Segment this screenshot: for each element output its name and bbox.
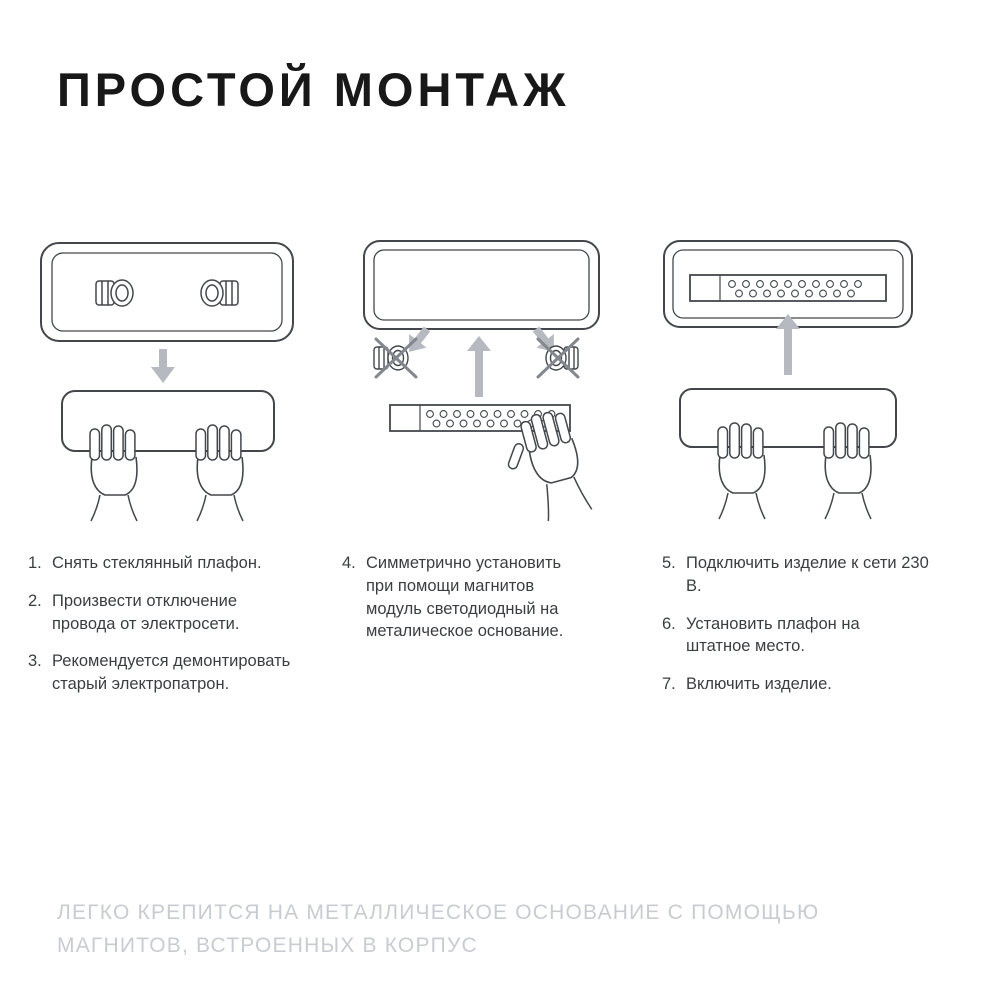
steps-column-1: 1. Снять стеклянный плафон. 2. Произвест… <box>28 552 293 711</box>
steps-column-3: 5. Подключить изделие к сети 230 В. 6. У… <box>662 552 948 711</box>
step-number: 4. <box>342 554 356 572</box>
step4-illustration <box>363 240 600 522</box>
step1-illustration <box>40 242 294 522</box>
fixture-base <box>363 240 600 330</box>
step-number: 1. <box>28 554 42 572</box>
step-text: Установить плафон на штатное место. <box>686 614 860 656</box>
led-module <box>689 274 887 302</box>
page-title: ПРОСТОЙ МОНТАЖ <box>57 63 570 116</box>
footer-note: ЛЕГКО КРЕПИТСЯ НА МЕТАЛЛИЧЕСКОЕ ОСНОВАНИ… <box>57 901 820 957</box>
step-text: Подключить изделие к сети 230 В. <box>686 554 929 595</box>
hand-icon <box>195 424 244 522</box>
step-item-3: 3. Рекомендуется демонтировать старый эл… <box>28 650 293 696</box>
arrow-down-right-icon <box>532 326 554 352</box>
steps-column-2: 4. Симметрично установить при помощи маг… <box>342 552 587 658</box>
hand-icon <box>89 424 138 522</box>
hand-icon <box>507 411 593 522</box>
step-item-6: 6. Установить плафон на штатное место. <box>662 613 948 659</box>
step-number: 7. <box>662 675 676 694</box>
step-text: Симметрично установить при помощи магнит… <box>366 554 564 641</box>
step-item-1: 1. Снять стеклянный плафон. <box>28 552 293 575</box>
step-number: 5. <box>662 554 676 572</box>
fixture-base <box>40 242 294 342</box>
arrow-up-icon <box>776 314 800 375</box>
step5-illustration <box>663 240 913 520</box>
step-text: Снять стеклянный плафон. <box>52 554 262 572</box>
lamp-socket-icon <box>200 279 239 307</box>
x-mark-icon <box>374 337 418 379</box>
step-number: 2. <box>28 591 42 610</box>
lamp-socket-icon <box>95 279 134 307</box>
arrow-up-icon <box>467 336 491 397</box>
step-item-5: 5. Подключить изделие к сети 230 В. <box>662 552 948 598</box>
step-item-2: 2. Произвести отключение провода от элек… <box>28 590 293 636</box>
step-text: Включить изделие. <box>686 675 832 694</box>
arrow-down-left-icon <box>409 326 431 352</box>
hand-icon <box>717 422 766 520</box>
step-text: Произвести отключение провода от электро… <box>52 591 240 633</box>
x-mark-icon <box>536 337 580 379</box>
step-number: 3. <box>28 652 42 671</box>
step-text: Рекомендуется демонтировать старый элект… <box>52 652 291 694</box>
step-item-4: 4. Симметрично установить при помощи маг… <box>342 552 587 643</box>
step-item-7: 7. Включить изделие. <box>662 673 948 696</box>
step-number: 6. <box>662 614 676 633</box>
hand-icon <box>823 422 872 520</box>
arrow-down-icon <box>151 349 175 383</box>
